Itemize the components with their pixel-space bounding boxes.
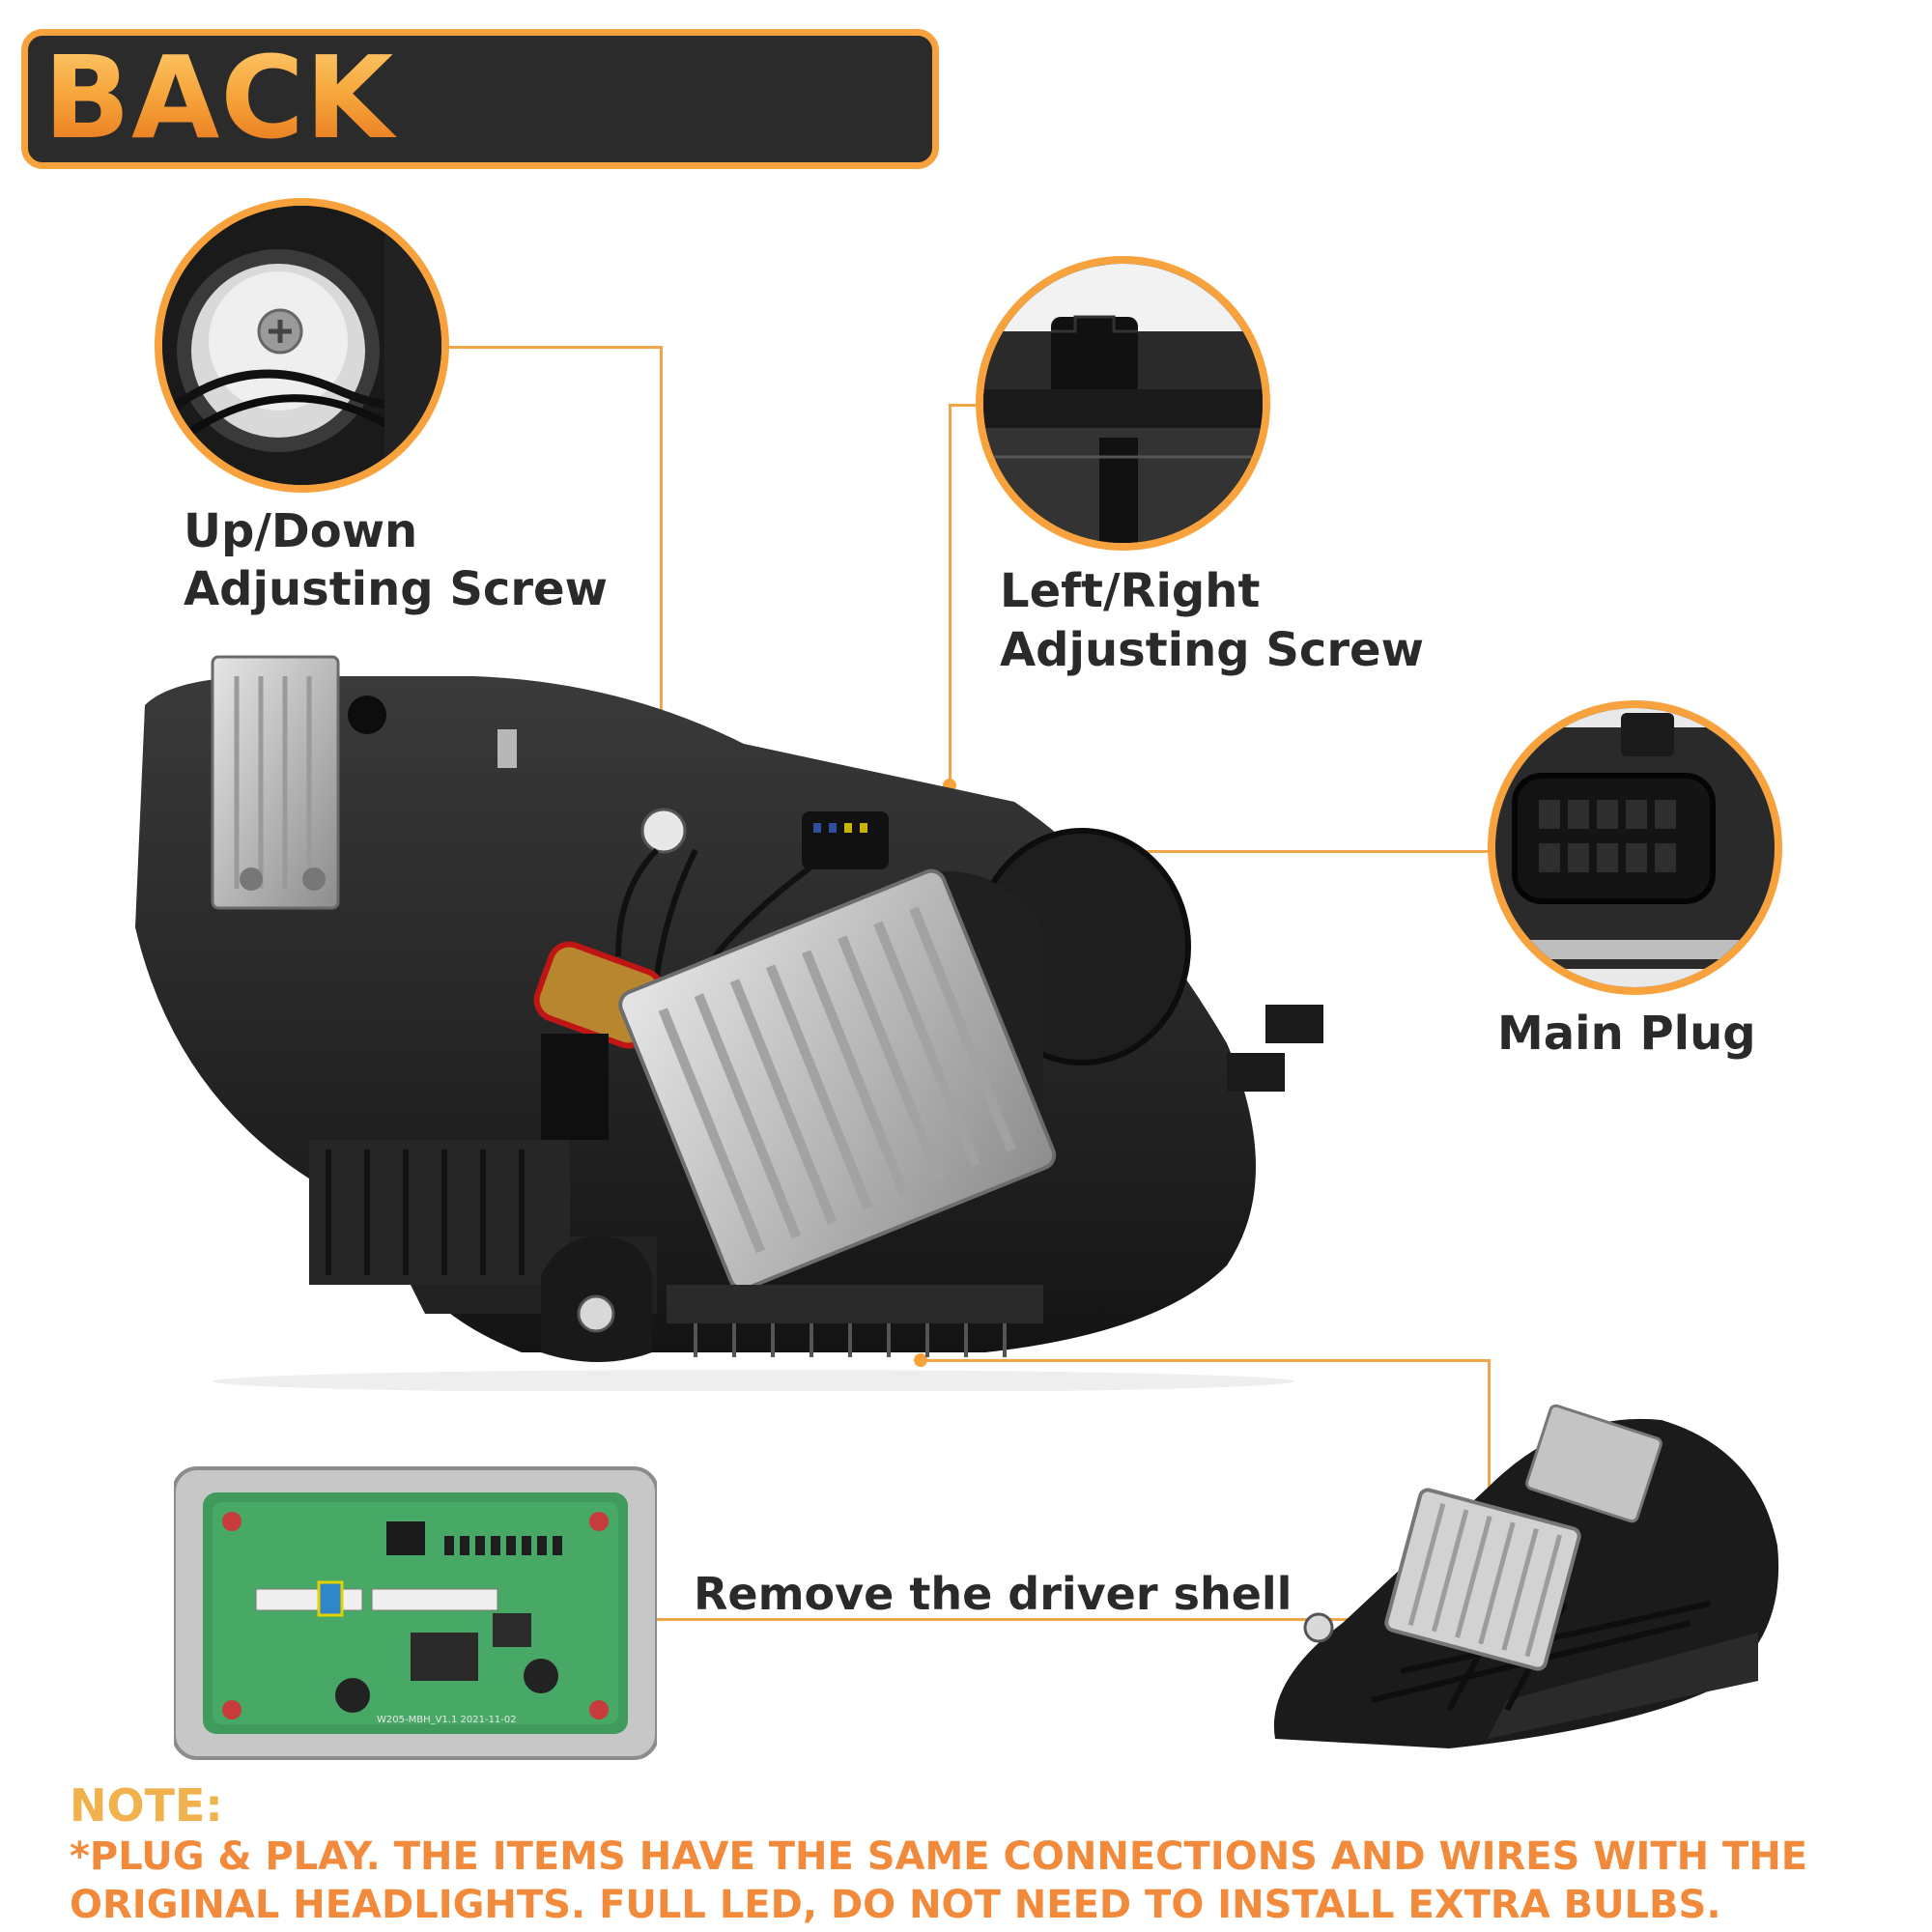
knob-closeup-icon: [983, 264, 1263, 543]
leader-line-driver-label: [657, 1618, 1490, 1621]
leftright-screw-closeup: [976, 256, 1270, 551]
driver-pcb-image: W205-MBH_V1.1 2021-11-02: [174, 1466, 657, 1760]
note-line-1: *PLUG & PLAY. THE ITEMS HAVE THE SAME CO…: [70, 1834, 1808, 1879]
headlight-back-image: [135, 655, 1323, 1391]
label-updown-line2: Adjusting Screw: [184, 562, 608, 616]
leader-line-leftright-v: [949, 404, 952, 781]
plug-closeup-icon: [1495, 708, 1775, 987]
leader-line-leftright-h: [949, 404, 978, 407]
note-heading: NOTE:: [70, 1779, 223, 1832]
page-title: BACK DETAILS: [43, 25, 932, 309]
leader-line-mainplug: [850, 850, 1492, 853]
pcb-version-text: W205-MBH_V1.1 2021-11-02: [377, 1715, 517, 1725]
leader-line-driver-h: [920, 1359, 1490, 1362]
updown-screw-closeup: [155, 198, 449, 493]
leader-line-updown-v: [660, 346, 663, 834]
label-main-plug: Main Plug: [1497, 1007, 1756, 1061]
note-line-2: ORIGINAL HEADLIGHTS. FULL LED, DO NOT NE…: [70, 1883, 1721, 1927]
label-updown-line1: Up/Down: [184, 504, 418, 558]
headlight-side-image: [1273, 1404, 1779, 1748]
label-leftright-line2: Adjusting Screw: [1000, 623, 1424, 677]
label-remove-driver-shell: Remove the driver shell: [694, 1568, 1293, 1620]
label-leftright-line1: Left/Right: [1000, 564, 1261, 618]
screw-closeup-icon: [162, 206, 441, 485]
title-badge: [21, 29, 939, 169]
leader-line-updown-h: [444, 346, 662, 349]
point-driver: [914, 1353, 927, 1367]
main-plug-closeup: [1488, 700, 1782, 995]
